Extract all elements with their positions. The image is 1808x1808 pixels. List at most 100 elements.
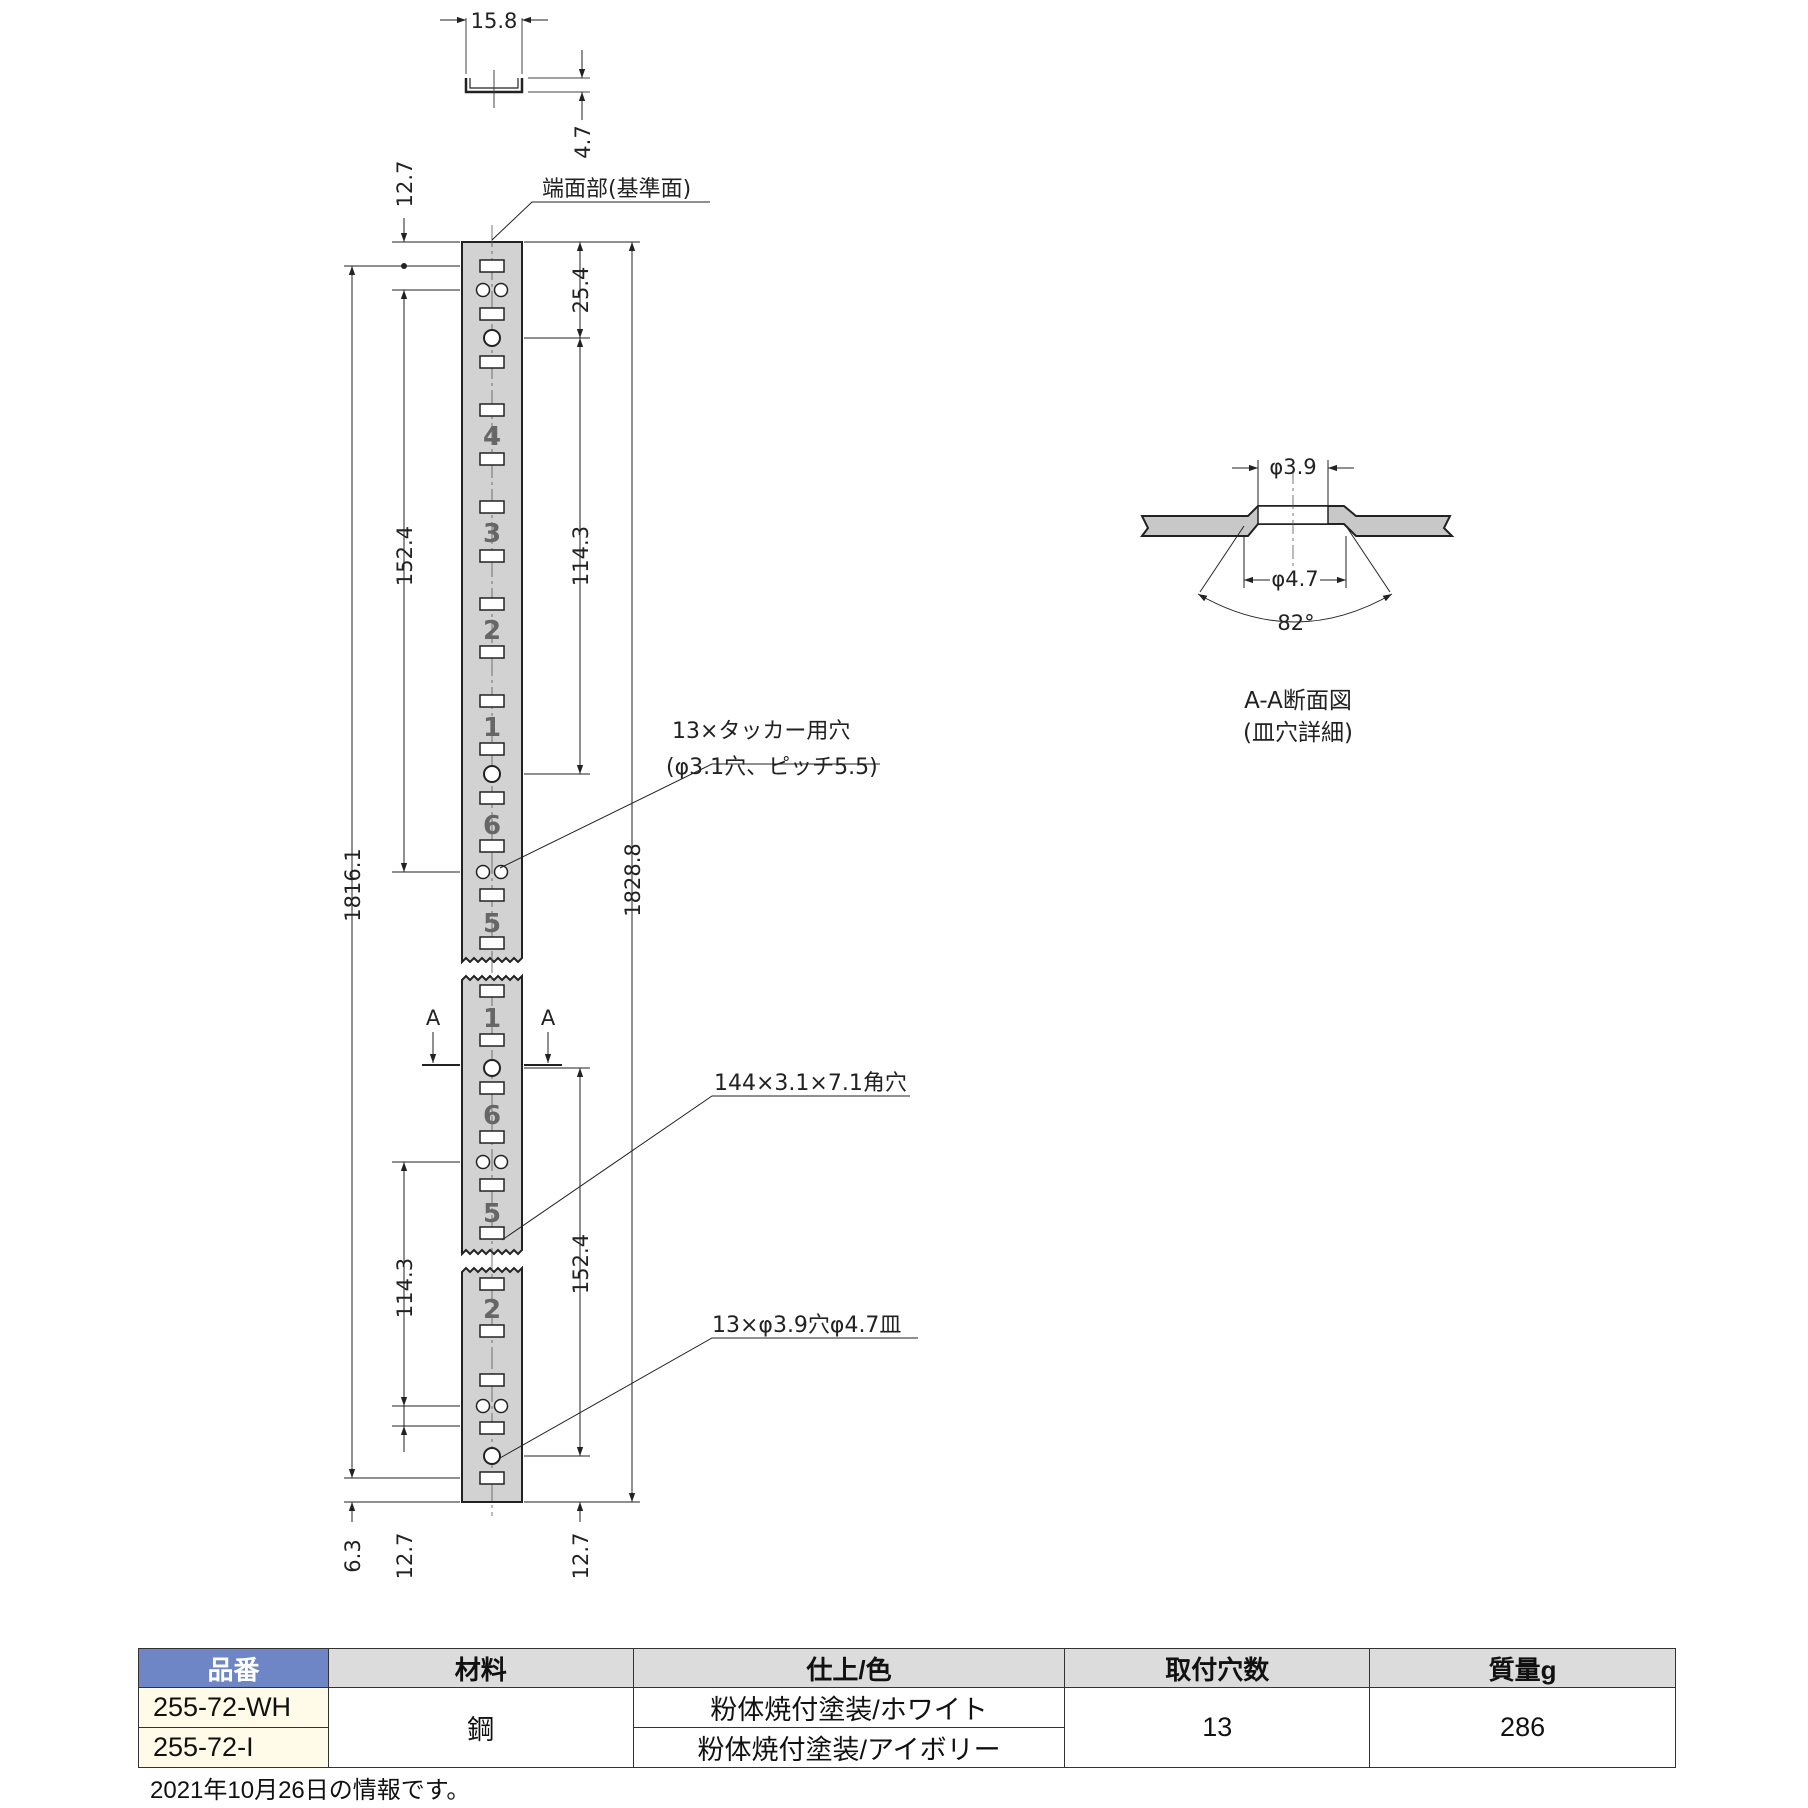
rail-holes [475,259,509,1485]
square-hole [479,1226,505,1240]
rail-number: 5 [483,1199,501,1229]
table-header-row: 品番 材料 仕上/色 取付穴数 質量g [138,1648,1676,1688]
header-finish: 仕上/色 [632,1648,1066,1688]
footnote: 2021年10月26日の情報です。 [150,1777,471,1804]
header-material: 材料 [327,1648,634,1688]
square-hole [479,1373,505,1387]
square-hole [479,1324,505,1338]
square-hole [479,936,505,950]
rail-number: 1 [483,713,501,743]
tacker-hole [475,1398,491,1414]
profile-depth-label: 4.7 [571,125,595,158]
dim-top-offset: 12.7 [393,161,417,208]
dim-bottom-right: 12.7 [569,1533,593,1580]
square-hole [479,888,505,902]
square-hole [479,549,505,563]
table-row: 255-72-I 粉体焼付塗装/アイボリー [138,1727,1676,1768]
tacker-holes-label: 13×タッカー用穴 [672,719,850,744]
profile-width-label: 15.8 [471,9,518,33]
tacker-hole [493,1154,509,1170]
rail-number: 1 [483,1004,501,1034]
tacker-hole [493,864,509,880]
callouts [491,201,918,1459]
dim-bottom-left: 6.3 [341,1539,365,1572]
square-hole [479,694,505,708]
square-hole [479,1178,505,1192]
callout-texts: 端面部(基準面) 13×タッカー用穴 (φ3.1穴、ピッチ5.5) 144×3.… [542,177,907,1338]
section-aa: φ3.9 φ4.7 82° A-A断面図 (皿穴詳細) [1140,455,1455,746]
section-markers: A A [422,1006,562,1066]
header-mass: 質量g [1369,1648,1676,1688]
countersunk-hole [483,329,501,347]
dim-first-pitch: 25.4 [569,267,593,314]
square-hole [479,1033,505,1047]
dim-114-bottom: 114.3 [393,1258,417,1318]
square-hole [479,403,505,417]
square-holes-label: 144×3.1×7.1角穴 [714,1071,907,1096]
technical-drawing: 15.8 4.7 4 3 2 1 6 5 1 6 5 2 [341,9,1455,1580]
square-hole [479,1081,505,1095]
tacker-hole [493,1398,509,1414]
dim-1828: 1828.8 [621,843,645,916]
square-hole [479,1421,505,1435]
section-title: A-A断面図 [1244,688,1352,714]
rail-numbers: 4 3 2 1 6 5 1 6 5 2 [483,422,501,1325]
square-hole [479,742,505,756]
square-hole [479,1277,505,1291]
square-hole [479,839,505,853]
countersunk-hole [483,1447,501,1465]
spec-table: 品番 材料 仕上/色 取付穴数 質量g 255-72-WH 鋼 粉体焼付塗装/ホ… [138,1648,1676,1768]
tacker-hole [475,282,491,298]
dimension-lines [344,218,640,1522]
square-hole [479,1130,505,1144]
part-number-cell: 255-72-I [138,1727,329,1768]
header-hole-count: 取付穴数 [1064,1648,1371,1688]
section-marker-left: A [426,1006,441,1030]
material-cell: 鋼 [327,1687,634,1768]
dim-152-bottom: 152.4 [569,1234,593,1294]
dimension-texts: 12.7 25.4 152.4 114.3 1816.1 1828.8 152.… [341,161,645,1580]
dim-1816: 1816.1 [341,848,365,921]
countersunk-hole [483,765,501,783]
square-hole [479,355,505,369]
rail-number: 2 [483,1295,501,1325]
rail-number: 4 [483,422,501,452]
table-row: 255-72-WH 鋼 粉体焼付塗装/ホワイト 13 286 [138,1687,1676,1768]
tacker-holes-note: (φ3.1穴、ピッチ5.5) [666,755,878,780]
section-angle: 82° [1277,611,1314,635]
section-marker-right: A [541,1006,556,1030]
section-hole-dia: φ3.9 [1269,455,1316,479]
hole-count-cell: 13 [1064,1687,1371,1768]
dim-114-top: 114.3 [569,526,593,586]
square-hole [479,452,505,466]
square-hole [479,597,505,611]
tacker-hole [475,1154,491,1170]
countersunk-holes-label: 13×φ3.9穴φ4.7皿 [712,1313,901,1338]
profile-view: 15.8 4.7 [440,9,595,159]
section-subtitle: (皿穴詳細) [1243,720,1353,746]
square-hole [479,645,505,659]
rail-number: 6 [483,1101,501,1131]
dim-bottom-mid: 12.7 [393,1533,417,1580]
rail-number: 2 [483,616,501,646]
finish-cell: 粉体焼付塗装/アイボリー [632,1727,1066,1768]
tacker-hole [475,864,491,880]
square-hole [479,984,505,998]
section-countersink-dia: φ4.7 [1271,567,1318,591]
tacker-hole [493,282,509,298]
rail-segment-middle [461,973,523,1257]
rail-number: 6 [483,811,501,841]
finish-cell: 粉体焼付塗装/ホワイト [632,1687,1066,1728]
square-hole [479,307,505,321]
square-hole [479,259,505,273]
square-hole [479,791,505,805]
rail-number: 3 [483,519,501,549]
square-hole [479,1471,505,1485]
countersunk-hole [483,1059,501,1077]
mass-cell: 286 [1369,1687,1676,1768]
header-part-number: 品番 [138,1648,329,1688]
dim-152-top: 152.4 [393,526,417,586]
square-hole [479,500,505,514]
part-number-cell: 255-72-WH [138,1687,329,1728]
end-face-label: 端面部(基準面) [542,177,691,202]
